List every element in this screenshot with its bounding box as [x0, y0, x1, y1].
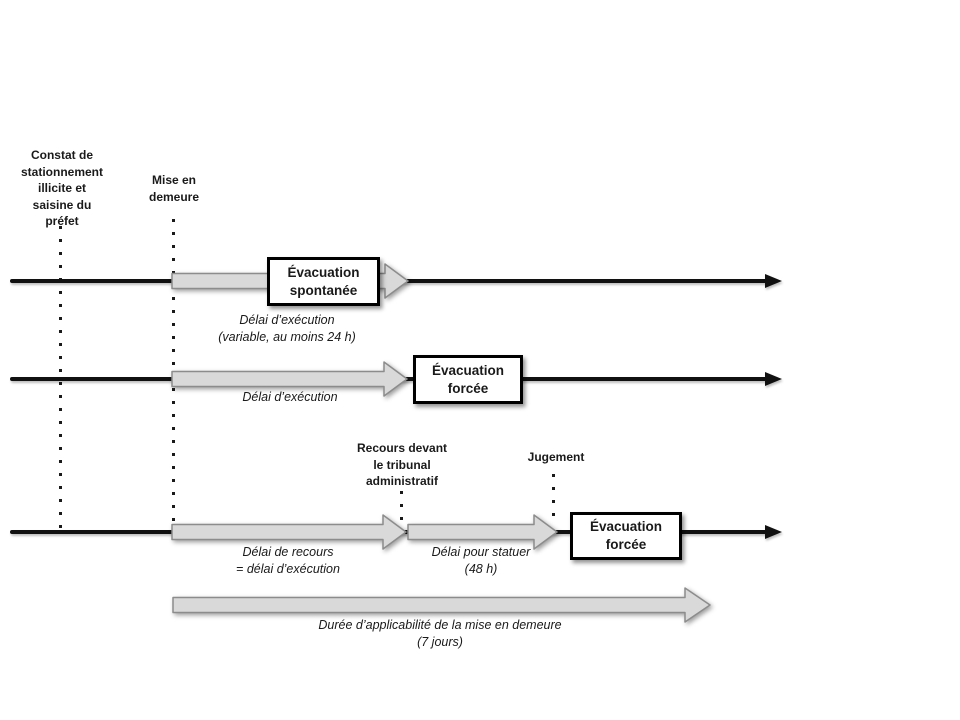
box-evacuation-forcee-row2: Évacuation forcée [413, 355, 523, 404]
label-mise-en-demeure: Mise en demeure [148, 173, 200, 204]
applicability-arrow [172, 587, 711, 623]
box-evacuation-forcee-row3: Évacuation forcée [570, 512, 682, 560]
timeline-arrowhead-row1 [765, 274, 782, 288]
delay-label-row1: Délai d’exécution (variable, au moins 24… [218, 313, 356, 344]
timeline-arrowhead-row3 [765, 525, 782, 539]
timeline-arrowhead-row2 [765, 372, 782, 386]
box-evacuation-spontanee: Évacuation spontanée [267, 257, 380, 306]
duration-arrow-row3-statuer [407, 514, 558, 550]
delay-label-row3-recours: Délai de recours = délai d’exécution [236, 545, 340, 576]
label-jugement: Jugement [527, 450, 585, 464]
duration-arrow-row3-recours [171, 514, 407, 550]
label-constat: Constat de stationnement illicite et sai… [20, 148, 103, 228]
applicability-label: Durée d’applicabilité de la mise en deme… [318, 618, 562, 649]
delay-label-row2: Délai d’exécution [242, 390, 338, 404]
dotted-line-recours [400, 491, 403, 524]
delay-label-row3-statuer: Délai pour statuer (48 h) [431, 545, 531, 576]
duration-arrow-row2 [171, 361, 408, 397]
dotted-line-jugement [552, 474, 555, 524]
label-recours-tribunal: Recours devant le tribunal administratif [356, 441, 448, 488]
